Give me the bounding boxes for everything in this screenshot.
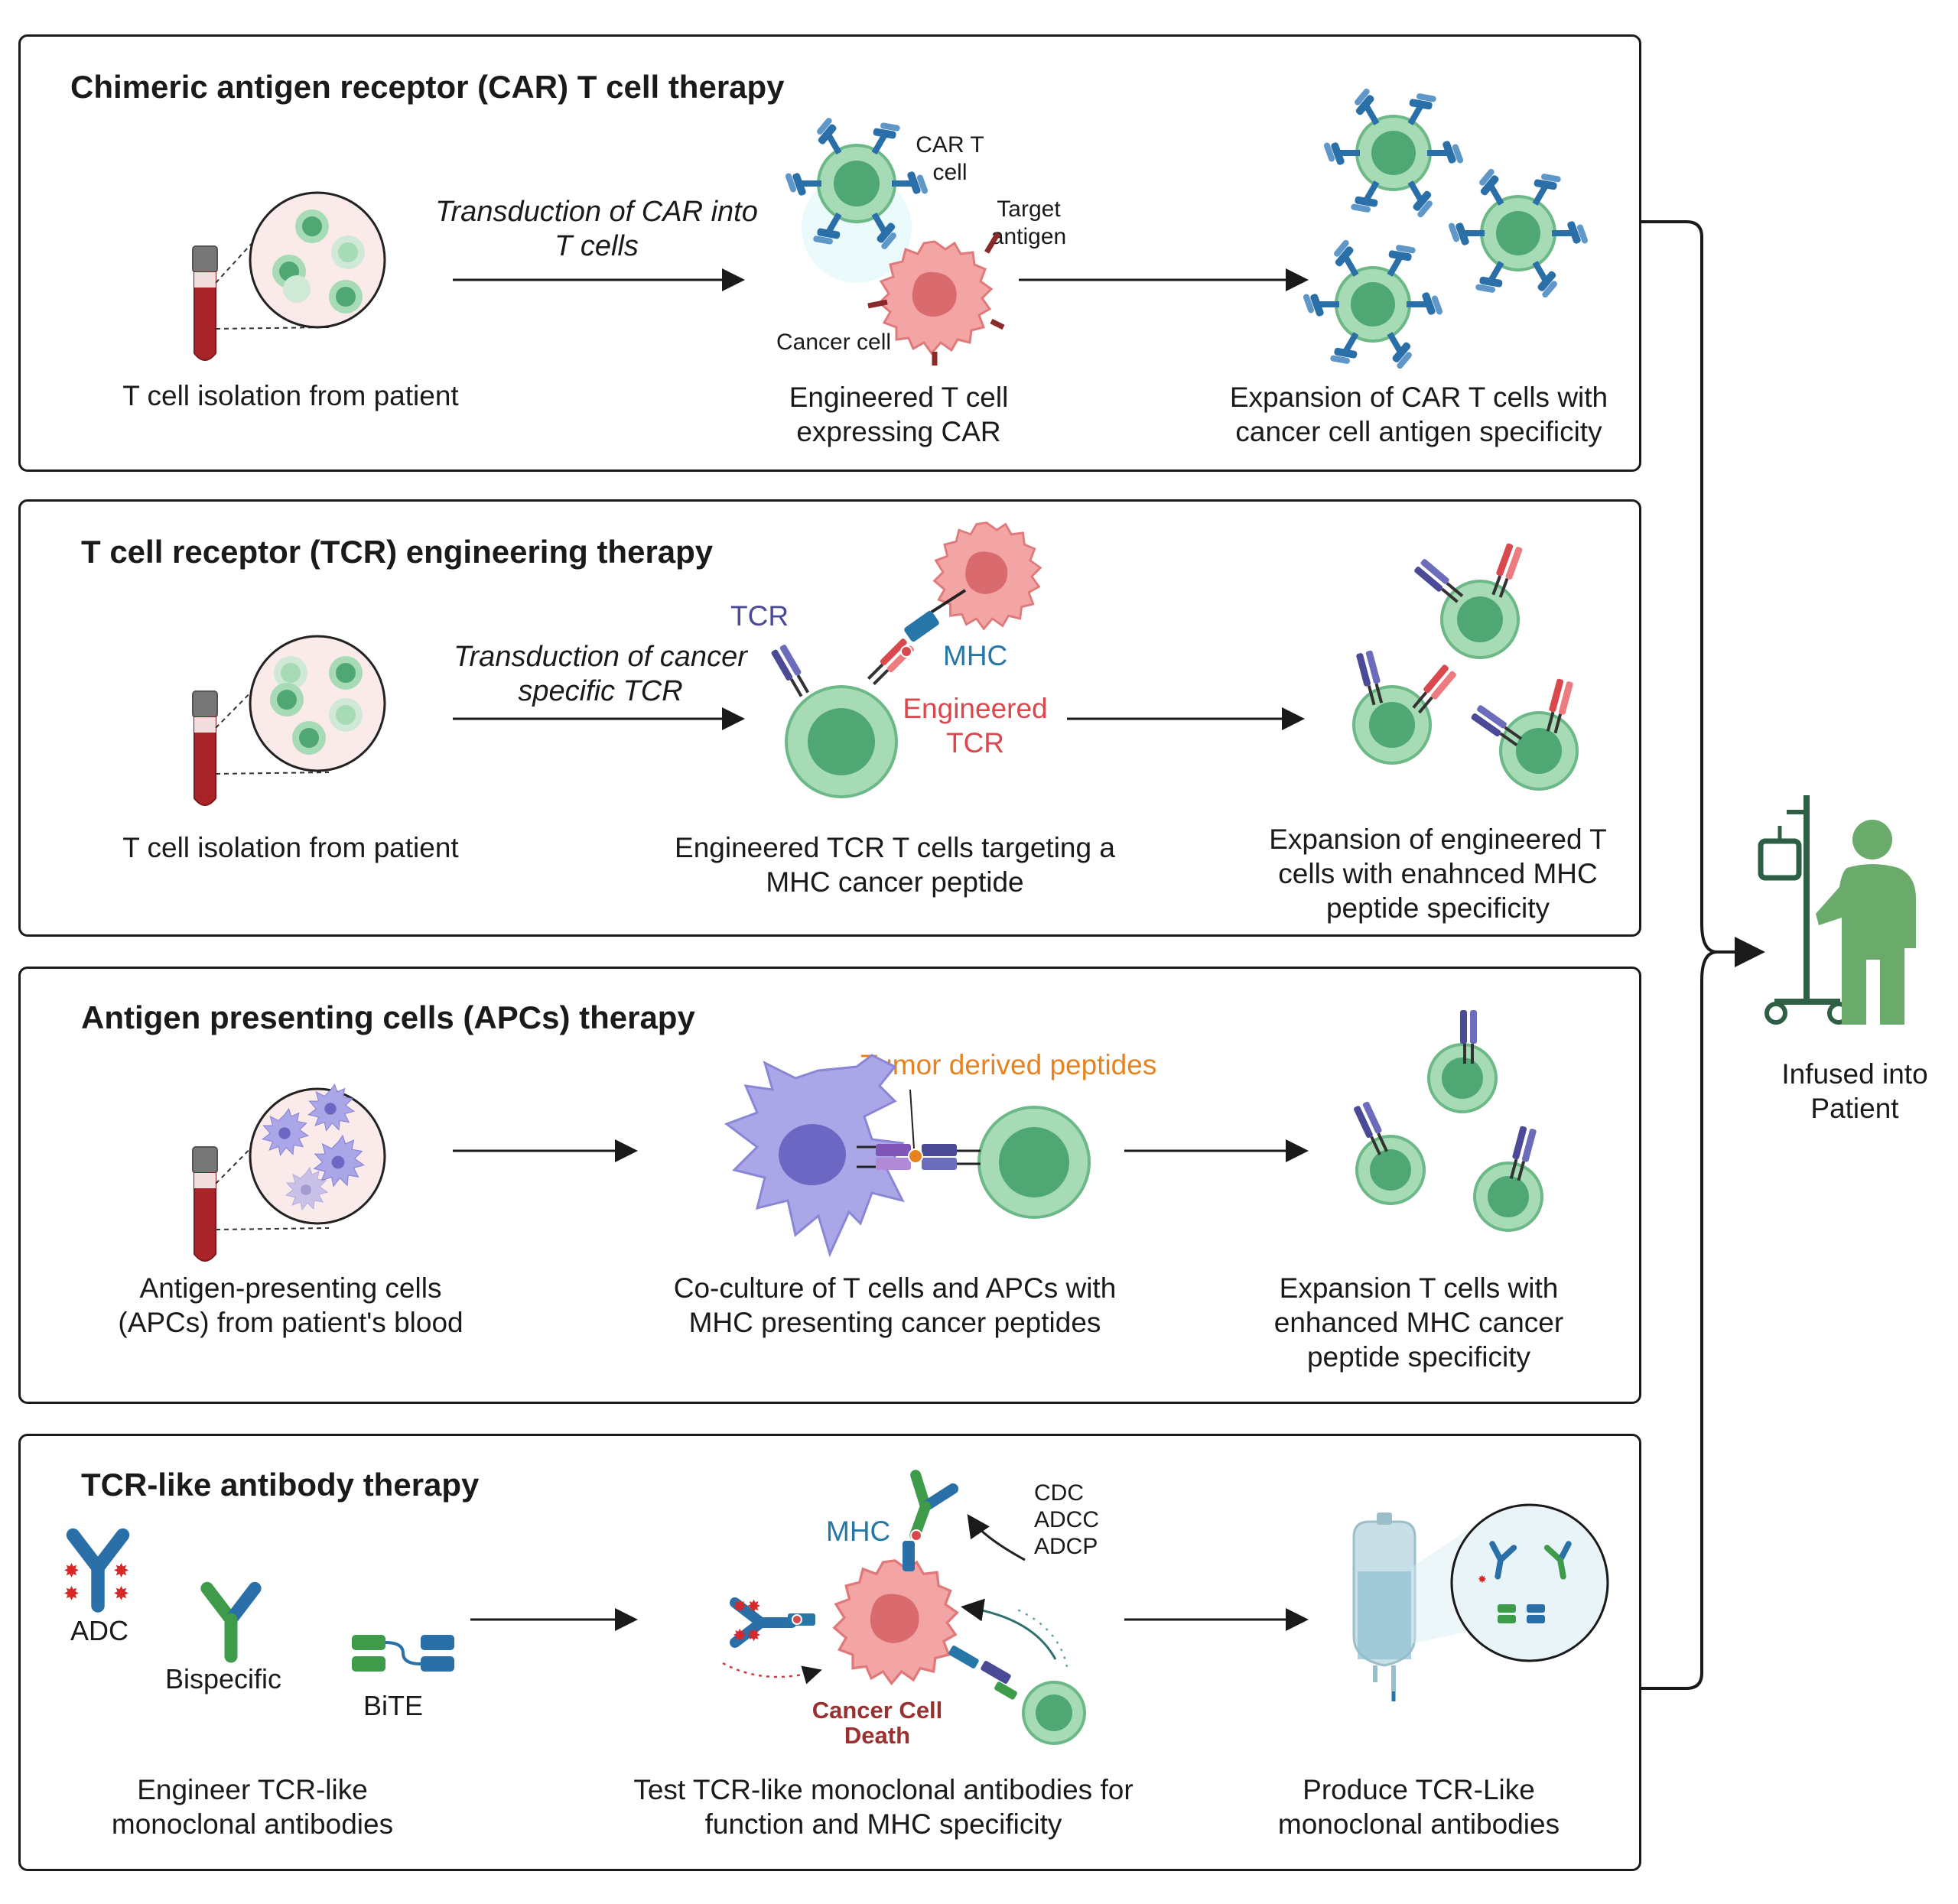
panel-title-tcr-like: TCR-like antibody therapy bbox=[81, 1467, 480, 1503]
svg-text:✸: ✸ bbox=[63, 1560, 80, 1582]
iv-pole-icon bbox=[1758, 795, 1850, 1025]
tcr-like-caption-produce: Produce TCR-Like monoclonal antibodies bbox=[1277, 1774, 1560, 1840]
tcr-caption-expansion: Expansion of engineered T cells with ena… bbox=[1269, 824, 1607, 924]
bispecific-antibody bbox=[207, 1588, 255, 1656]
tumor-peptides-label: Tumor derived peptides bbox=[860, 1049, 1157, 1080]
tcr-label: TCR bbox=[730, 600, 789, 632]
panel-title-tcr: T cell receptor (TCR) engineering therap… bbox=[81, 534, 714, 570]
tcr-transduction-label: Transduction of cancer specific TCR bbox=[454, 641, 747, 707]
magnified-apcs bbox=[249, 1084, 386, 1225]
apc-coculture bbox=[724, 1054, 1091, 1258]
bispecific-label: Bispecific bbox=[165, 1663, 282, 1694]
car-caption-expansion: Expansion of CAR T cells with cancer cel… bbox=[1229, 382, 1608, 447]
tcr-like-caption-engineer: Engineer TCR-like monoclonal antibodies bbox=[111, 1774, 394, 1840]
magnified-cells-2 bbox=[249, 635, 386, 772]
infused-into-patient-label: Infused into Patient bbox=[1781, 1058, 1928, 1124]
cdc-label: CDC bbox=[1034, 1480, 1084, 1506]
magnified-cells-1 bbox=[249, 191, 386, 329]
svg-text:✸✸: ✸✸ bbox=[733, 1626, 761, 1646]
mhc-label: MHC bbox=[943, 640, 1008, 671]
apc-caption-isolation: Antigen-presenting cells (APCs) from pat… bbox=[118, 1272, 463, 1338]
cancer-cell-label: Cancer cell bbox=[776, 330, 892, 355]
target-antigen-label: Target antigen bbox=[990, 197, 1067, 249]
patient-icon bbox=[1816, 820, 1916, 1025]
bite-molecule bbox=[352, 1635, 454, 1672]
car-t-expanded-cells bbox=[1302, 85, 1589, 372]
engineered-tcr-label: Engineered TCR bbox=[903, 693, 1048, 759]
car-caption-engineered: Engineered T cell expressing CAR bbox=[789, 382, 1009, 447]
blood-tube-2 bbox=[192, 690, 218, 806]
svg-text:✸: ✸ bbox=[63, 1583, 80, 1605]
panel-title-apc: Antigen presenting cells (APCs) therapy bbox=[81, 999, 695, 1035]
tcr-expanded-cells bbox=[1352, 542, 1579, 791]
svg-text:✸: ✸ bbox=[1478, 1574, 1487, 1586]
bite-label: BiTE bbox=[363, 1690, 424, 1721]
adc-antibody: ✸ ✸ ✸ ✸ bbox=[63, 1535, 129, 1607]
antibody-magnified: ✸ bbox=[1450, 1503, 1609, 1662]
iv-bag bbox=[1352, 1512, 1480, 1701]
tcr-caption-isolation: T cell isolation from patient bbox=[122, 832, 459, 863]
svg-text:✸✸: ✸✸ bbox=[733, 1597, 761, 1616]
car-t-cell-label: CAR T cell bbox=[916, 132, 984, 185]
blood-tube-1 bbox=[192, 245, 218, 361]
car-transduction-label: Transduction of CAR into T cells bbox=[435, 196, 758, 262]
apc-caption-expansion: Expansion T cells with enhanced MHC canc… bbox=[1273, 1272, 1564, 1373]
car-caption-isolation: T cell isolation from patient bbox=[122, 380, 459, 411]
tcr-caption-engineered: Engineered TCR T cells targeting a MHC c… bbox=[675, 832, 1115, 898]
panel-title-car-t: Chimeric antigen receptor (CAR) T cell t… bbox=[70, 69, 785, 105]
mhc-label-antibody: MHC bbox=[826, 1516, 891, 1547]
connector-bracket bbox=[1641, 220, 1718, 1690]
apc-caption-coculture: Co-culture of T cells and APCs with MHC … bbox=[673, 1272, 1117, 1338]
adcp-label: ADCP bbox=[1034, 1534, 1098, 1559]
svg-text:✸: ✸ bbox=[113, 1583, 129, 1605]
car-t-engineered-cell bbox=[784, 115, 1005, 366]
antibody-killing-cancer: ✸✸ ✸✸ bbox=[722, 1475, 1086, 1745]
svg-text:✸: ✸ bbox=[113, 1560, 129, 1582]
apc-expanded-cells bbox=[1353, 1010, 1543, 1232]
tcr-engineered-cell bbox=[770, 521, 1042, 798]
tcr-like-caption-test: Test TCR-like monoclonal antibodies for … bbox=[633, 1774, 1133, 1840]
blood-tube-3 bbox=[192, 1146, 218, 1262]
cancer-cell-death-label: Cancer Cell Death bbox=[811, 1697, 943, 1749]
adc-label: ADC bbox=[70, 1615, 129, 1646]
adcc-label: ADCC bbox=[1034, 1507, 1100, 1532]
